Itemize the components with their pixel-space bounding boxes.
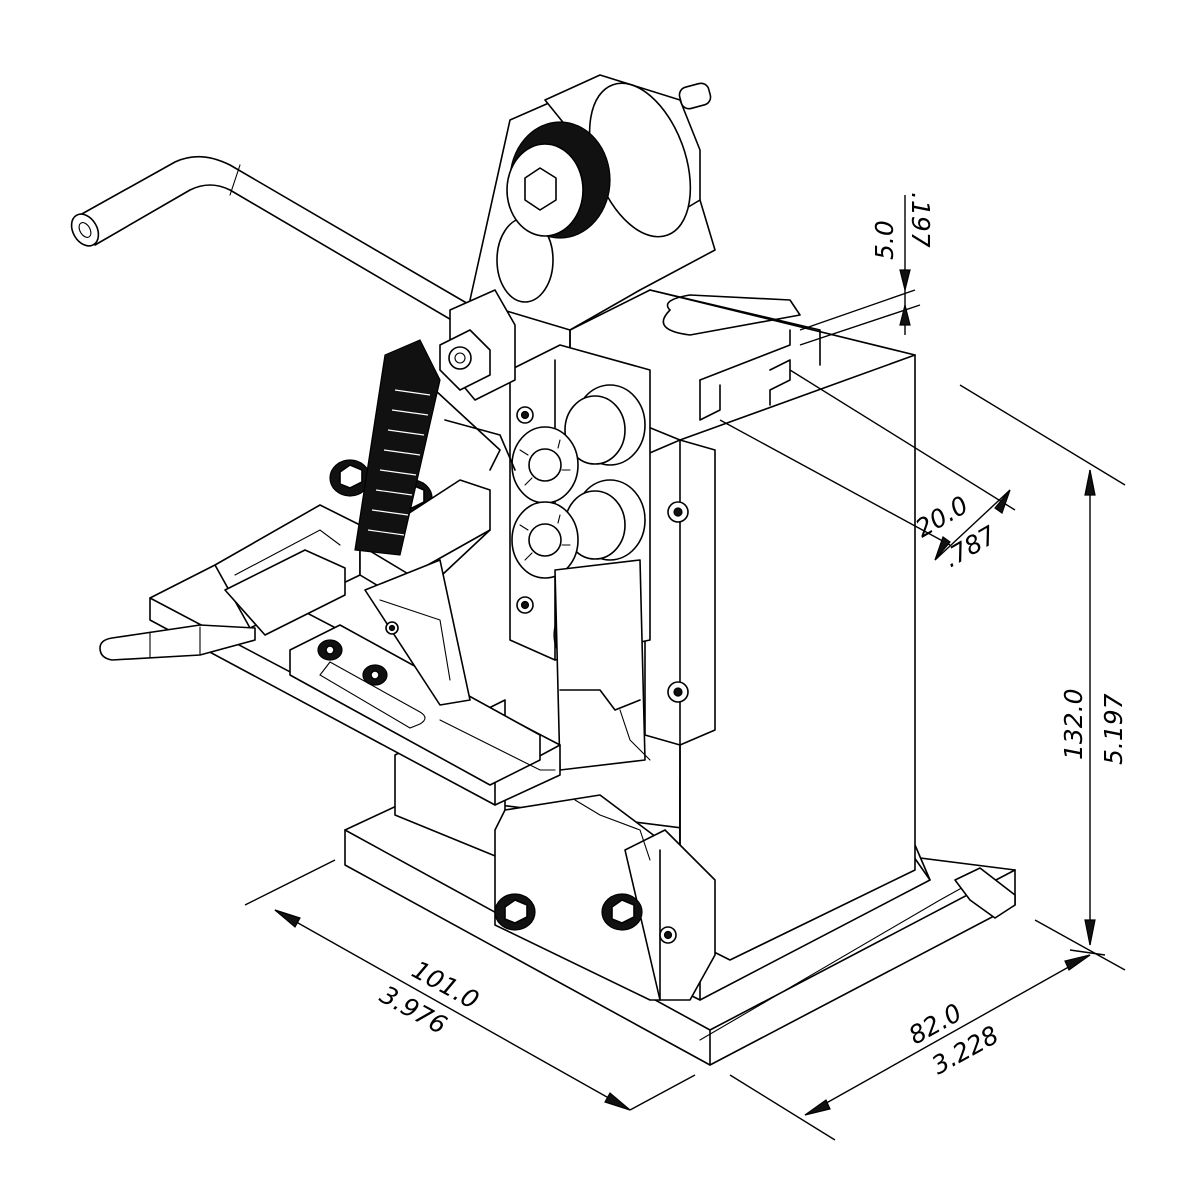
threaded-rod <box>354 339 441 556</box>
crimp-arm <box>359 479 491 706</box>
width-dimension <box>244 859 696 1111</box>
front-plate <box>494 794 716 1001</box>
height-mm-label: 132.0 <box>1059 688 1088 760</box>
side-plate <box>644 439 716 746</box>
side-handle <box>99 624 256 661</box>
offset-mm-label: 5.0 <box>870 220 899 260</box>
slot-dimension <box>719 369 1016 561</box>
bolt-assembly <box>434 289 516 471</box>
height-dimension <box>959 384 1126 971</box>
offset-dimension <box>799 195 921 346</box>
offset-in-label: .197 <box>906 192 935 248</box>
slide-plate <box>289 624 556 786</box>
knurled-thumb-screw <box>506 121 611 239</box>
lower-guide-block <box>554 559 651 771</box>
height-in-label: 5.197 <box>1099 693 1128 765</box>
dial-wheels <box>511 384 646 579</box>
depth-dimension <box>729 949 1106 1141</box>
handle-lever <box>70 155 471 326</box>
